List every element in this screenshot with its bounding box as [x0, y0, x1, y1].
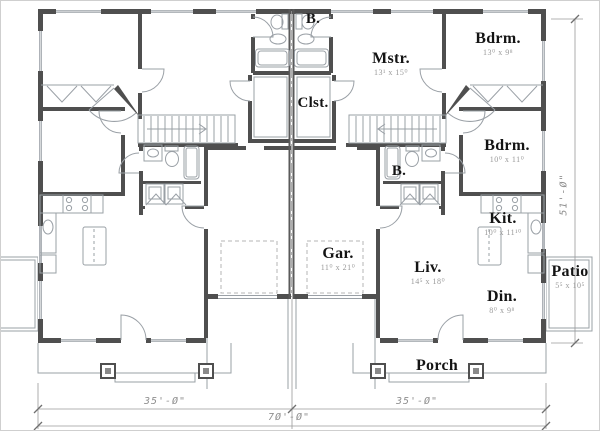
kitchen-counter [39, 194, 107, 274]
island-counter [82, 226, 107, 266]
bathtub-icon [183, 145, 200, 180]
dimension-left-unit-width: 35'-Ø" [143, 396, 187, 407]
sink-icon [42, 219, 54, 235]
kitchen-counter [477, 194, 545, 274]
toilet-icon [295, 13, 315, 30]
door-swings [88, 16, 496, 341]
island-counter [477, 226, 502, 266]
fridge-icon [39, 254, 57, 274]
sink-icon [530, 219, 542, 235]
windows [38, 9, 546, 343]
bathtub-icon [384, 145, 401, 180]
bathtub-icon [255, 48, 290, 68]
sink-icon [421, 144, 441, 162]
dimension-overall-width: 7Ø'-Ø" [267, 412, 311, 423]
toilet-icon [270, 13, 289, 30]
bathtub-icon [294, 48, 329, 68]
washer-dryer-icon [145, 183, 439, 205]
driveway-lines [206, 299, 376, 389]
stairs [137, 114, 447, 144]
stair-direction-arrow [377, 123, 386, 135]
closet-shelving [41, 76, 543, 138]
bifold-doors [46, 85, 538, 206]
toilet-icon [164, 145, 179, 167]
toilet-icon [405, 145, 420, 167]
sink-icon [143, 144, 163, 162]
stair-direction-arrow [198, 123, 207, 135]
sink-icon [297, 33, 315, 45]
dimension-overall-depth: 51'-Ø" [558, 173, 570, 216]
dimension-ticks [33, 14, 580, 430]
sink-icon [269, 33, 287, 45]
dimension-right-unit-width: 35'-Ø" [395, 396, 439, 407]
stove-icon [492, 194, 522, 214]
porch-patio-outlines [1, 256, 593, 389]
garage-doors [218, 295, 362, 299]
stove-icon [62, 194, 92, 214]
porch-posts [100, 363, 484, 379]
fixtures [39, 13, 545, 274]
party-wall [288, 9, 295, 429]
dimension-lines [33, 14, 583, 430]
fridge-icon [527, 254, 545, 274]
walls [38, 9, 546, 343]
garage-bays [220, 240, 364, 294]
